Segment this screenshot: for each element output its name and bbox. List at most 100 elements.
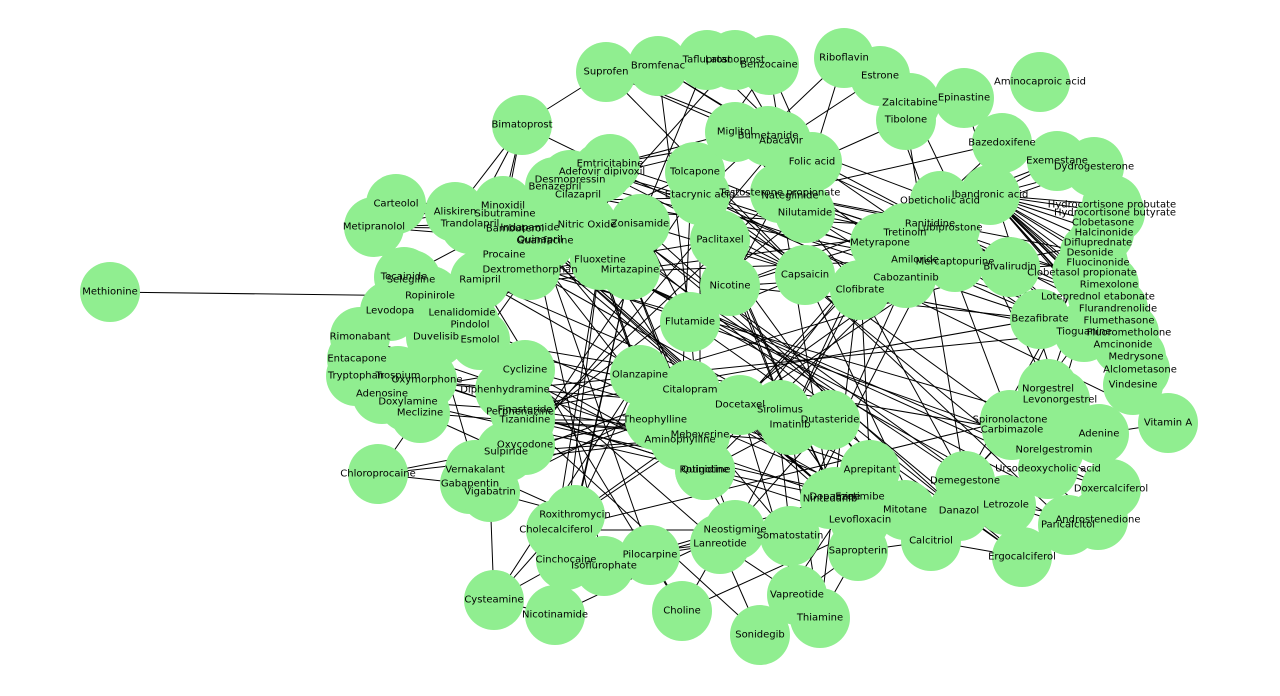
node-label: Dydrogesterone xyxy=(1054,162,1134,173)
node-circle xyxy=(660,292,720,352)
node-label: Folic acid xyxy=(789,157,836,168)
node-label: Vapreotide xyxy=(770,590,824,601)
node-label: Levodopa xyxy=(366,306,415,317)
node-label: Fluoxetine xyxy=(574,255,626,266)
node-label: Duvelisib xyxy=(413,332,459,343)
node-label: Neostigmine xyxy=(703,525,766,536)
node-circle xyxy=(620,525,680,585)
node-label: Etacrynic acid xyxy=(665,190,735,201)
node-label: Ergocalciferol xyxy=(988,552,1056,563)
node-label: Flurandrenolide xyxy=(1079,304,1157,315)
node-circle xyxy=(1010,289,1070,349)
node-label: Entacapone xyxy=(327,354,386,365)
node-label: Selegiline xyxy=(387,275,436,286)
node-circle xyxy=(790,588,850,648)
node-label: Alclometasone xyxy=(1103,365,1177,376)
node-label: Levonorgestrel xyxy=(1023,395,1097,406)
node-label: Sibutramine xyxy=(475,209,536,220)
node-circle xyxy=(390,383,450,443)
node-circle xyxy=(80,262,140,322)
node-label: Levofloxacin xyxy=(829,515,891,526)
node-circle xyxy=(705,500,765,560)
node-label: Chloroprocaine xyxy=(340,469,415,480)
node-circle xyxy=(876,90,936,150)
node-circle xyxy=(572,142,632,202)
node-label: Thiamine xyxy=(796,613,843,624)
node-label: Tizanidine xyxy=(499,415,551,426)
node-label: Oxycodone xyxy=(497,440,553,451)
node-label: Testosterone propionate xyxy=(719,188,841,199)
node-label: Rimonabant xyxy=(330,332,391,343)
node-label: Cabozantinib xyxy=(873,273,938,284)
node-label: Olanzapine xyxy=(612,370,668,381)
node-label: Indapamide xyxy=(500,223,559,234)
node-label: Carbimazole xyxy=(981,425,1044,436)
node-circle xyxy=(670,165,730,225)
node-label: Lanreotide xyxy=(693,539,746,550)
node-circle xyxy=(972,113,1032,173)
node-label: Nicotine xyxy=(709,281,750,292)
node-label: Flutamide xyxy=(665,317,715,328)
node-circle xyxy=(652,581,712,641)
node-label: Riboflavin xyxy=(819,53,869,64)
node-circle xyxy=(934,68,994,128)
node-label: Meclizine xyxy=(397,408,443,419)
node-label: Bimatoprost xyxy=(491,120,552,131)
node-label: Halcinonide xyxy=(1075,228,1134,239)
node-label: Cyclizine xyxy=(503,365,547,376)
node-circle xyxy=(960,165,1020,225)
node-label: Calcitriol xyxy=(909,536,953,547)
node-circle xyxy=(510,210,570,270)
node-label: Pindolol xyxy=(450,320,489,331)
node-circle xyxy=(690,210,750,270)
node-label: Letrozole xyxy=(983,500,1029,511)
node-circle xyxy=(739,35,799,95)
node-label: Clobetasone xyxy=(1072,218,1134,229)
node-label: Difluprednate xyxy=(1064,238,1132,249)
node-label: Esmolol xyxy=(460,335,499,346)
node-label: Doxylamine xyxy=(378,397,437,408)
node-label: Bezafibrate xyxy=(1011,314,1068,325)
node-label: Imatinib xyxy=(770,420,811,431)
node-label: Nicotinamide xyxy=(522,610,588,621)
node-circle xyxy=(760,166,820,226)
node-label: Tafluprost xyxy=(682,55,732,66)
edge xyxy=(555,419,1011,531)
node-circle xyxy=(1103,355,1163,415)
node-circle xyxy=(495,340,555,400)
node-label: Vigabatrin xyxy=(464,487,516,498)
node-label: Vitamin A xyxy=(1144,418,1192,429)
node-label: Tioguanine xyxy=(1055,327,1111,338)
node-circle xyxy=(750,380,810,440)
node-label: Quinidine xyxy=(681,465,729,476)
node-label: Oxymorphone xyxy=(392,375,463,386)
node-label: Hydrocortisone probutate xyxy=(1048,200,1176,211)
node-label: Quinapril xyxy=(517,235,562,246)
node-label: Tibolone xyxy=(884,115,927,126)
node-circle xyxy=(935,451,995,511)
node-label: Adenosine xyxy=(356,389,408,400)
node-label: Dopamine xyxy=(809,492,860,503)
node-label: Flumethasone xyxy=(1084,316,1155,327)
node-label: Zonisamide xyxy=(611,219,669,230)
node-label: Guanfacine xyxy=(517,236,574,247)
node-label: Ramipril xyxy=(459,275,500,286)
node-label: Miglitol xyxy=(717,127,753,138)
node-label: Bazedoxifene xyxy=(968,138,1035,149)
node-label: Minoxidil xyxy=(481,201,525,212)
edge xyxy=(524,140,782,446)
node-label: Dextromethorphan xyxy=(482,265,577,276)
node-circle xyxy=(440,295,500,355)
node-label: Benazepril xyxy=(529,182,582,193)
node-label: Exemestane xyxy=(1026,156,1088,167)
node-circle xyxy=(660,360,720,420)
node-label: Adefovir dipivoxil xyxy=(559,167,645,178)
node-label: Trospium xyxy=(374,371,420,382)
node-label: Bambuterol xyxy=(486,224,544,235)
node-circle xyxy=(875,480,935,540)
node-label: Adenine xyxy=(1079,429,1120,440)
node-label: Demegestone xyxy=(930,476,1000,487)
node-label: Norelgestromin xyxy=(1016,445,1093,456)
node-label: Paclitaxel xyxy=(696,235,743,246)
node-label: Mitotane xyxy=(883,505,927,516)
